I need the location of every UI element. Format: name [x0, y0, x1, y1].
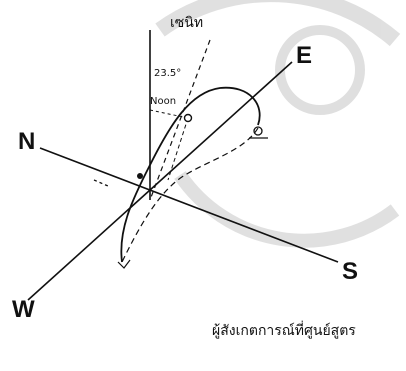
angle-label: 23.5°	[154, 68, 181, 79]
north-south-line	[40, 148, 338, 262]
noon-label: Noon	[150, 96, 176, 107]
north-label: N	[18, 128, 35, 156]
zenith-label: เซนิท	[170, 12, 203, 34]
south-label: S	[342, 258, 358, 286]
east-label: E	[296, 42, 312, 70]
caption: ผู้สังเกตการณ์ที่ศูนย์สูตร	[212, 320, 356, 342]
arc-bottom-tick	[118, 260, 130, 268]
watermark-seal	[160, 0, 395, 241]
observer-point	[137, 173, 143, 179]
noon-point	[185, 115, 192, 122]
west-label: W	[12, 296, 35, 324]
north-dash	[94, 180, 108, 186]
